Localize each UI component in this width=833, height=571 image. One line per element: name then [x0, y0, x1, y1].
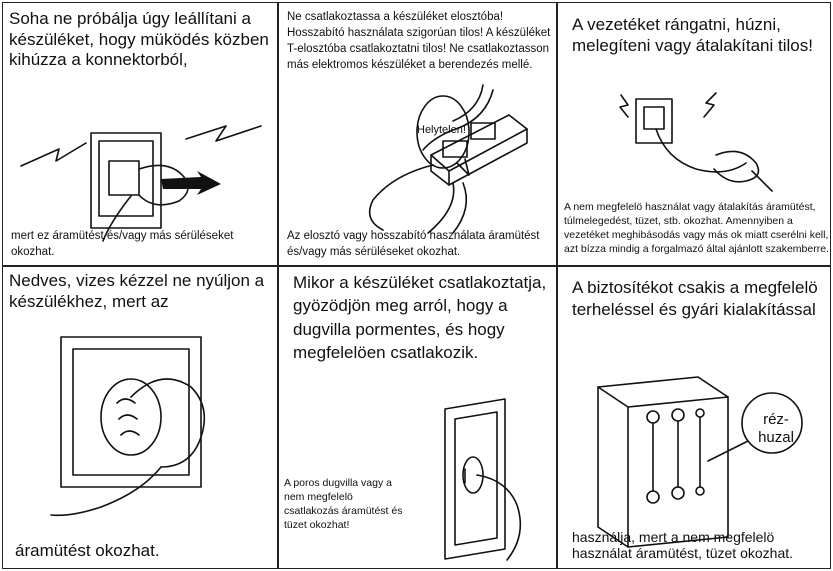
panel-plug-clean: Mikor a készüléket csatlakoztatja, gyözö… — [278, 266, 557, 569]
panel-no-cord-abuse: A vezetéket rángatni, húzni, melegíteni … — [557, 2, 831, 266]
panel-heading: Soha ne próbálja úgy leállítani a készül… — [9, 9, 269, 70]
panel-heading: Ne csatlakoztassa a készüléket elosztóba… — [287, 11, 551, 71]
bubble-label: réz-huzal — [758, 411, 794, 446]
panel-caption: Az elosztó vagy hosszabító használata ár… — [287, 230, 540, 258]
panel-no-wet-hands: Nedves, vizes kézzel ne nyúljon a készül… — [2, 266, 278, 569]
panel-no-power-strip: Ne csatlakoztassa a készüléket elosztóba… — [278, 2, 557, 266]
panel-caption: A nem megfelelö használat vagy átalakítá… — [564, 201, 829, 255]
panel-caption: áramütést okozhat. — [15, 541, 160, 560]
fuse-box-illustration — [597, 376, 803, 548]
panel-heading: A vezetéket rángatni, húzni, melegíteni … — [572, 15, 813, 55]
wet-hand-illustration — [50, 336, 206, 517]
cord-pull-illustration — [619, 92, 773, 192]
panel-caption: A poros dugvilla vagy a nem megfelelö cs… — [284, 477, 403, 531]
unplug-illustration — [20, 125, 262, 242]
panel-heading: A biztosítékot csakis a megfelelö terhel… — [572, 278, 818, 319]
panel-unplug-while-running: Soha ne próbálja úgy leállítani a készül… — [2, 2, 278, 266]
power-strip-illustration — [368, 84, 528, 234]
panel-caption: használja, mert a nem megfelelö használa… — [572, 529, 794, 562]
panel-heading: Mikor a készüléket csatlakoztatja, gyözö… — [293, 273, 547, 363]
plug-socket-illustration — [444, 398, 522, 561]
panel-caption: mert ez áramütést és/vagy más sérüléseke… — [11, 230, 234, 258]
bubble-label: Helytelen! — [417, 124, 466, 136]
panel-heading: Nedves, vizes kézzel ne nyúljon a készül… — [9, 271, 265, 311]
panel-fuse: A biztosítékot csakis a megfelelö terhel… — [557, 266, 831, 569]
